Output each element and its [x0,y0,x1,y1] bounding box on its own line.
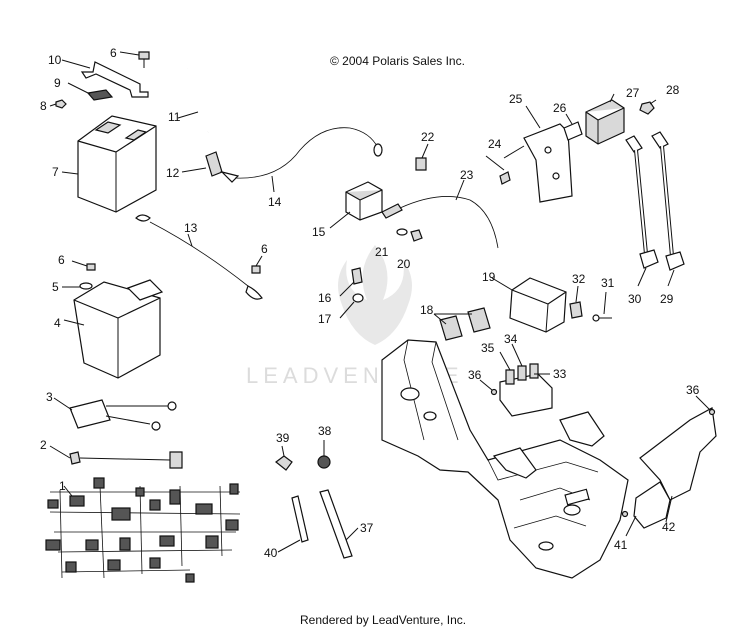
battery-7 [61,115,157,213]
spacer-26 [563,113,583,141]
callout-18: 18 [420,303,434,317]
solenoid-15 [329,181,383,229]
callout-29: 29 [660,292,674,306]
main-harness-1 [45,477,241,583]
sensor-16 [339,267,363,297]
callout-1: 1 [59,479,66,493]
callout-37: 37 [360,521,374,535]
copyright-text: © 2004 Polaris Sales Inc. [330,54,465,68]
callout-14: 14 [268,195,282,209]
screw-36b [695,395,716,416]
callout-35: 35 [481,341,495,355]
cable-tie-37 [319,489,359,559]
callout-32: 32 [572,272,586,286]
bracket-25 [523,105,573,203]
plug-wire-29 [651,131,685,287]
plug-wire-30 [625,135,659,287]
callout-6-left: 6 [58,253,65,267]
callout-20: 20 [397,257,411,271]
connector-22 [415,143,429,171]
nut-8 [49,99,67,109]
callout-25: 25 [509,92,523,106]
callout-36-center: 36 [468,368,482,382]
callout-12: 12 [166,166,180,180]
callout-7: 7 [52,165,59,179]
bracket-42 [639,407,717,523]
bolt-6c [251,255,263,274]
callout-8: 8 [40,99,47,113]
callout-39: 39 [276,431,290,445]
fuse-block-33-35 [499,343,553,417]
callout-19: 19 [482,270,496,284]
callout-2: 2 [40,438,47,452]
cable-13 [135,214,263,300]
callout-22: 22 [421,130,435,144]
callout-6-top: 6 [110,46,117,60]
callout-42: 42 [662,520,676,534]
callout-24: 24 [488,137,502,151]
callout-16: 16 [318,291,332,305]
relays-18 [433,307,491,341]
screw-41-small [621,510,629,518]
wire-23 [381,179,499,249]
callout-5: 5 [52,280,59,294]
callout-38: 38 [318,424,332,438]
bolt-6a [119,51,150,68]
callout-36-right: 36 [686,383,700,397]
clip-32 [569,285,583,319]
callout-28: 28 [666,83,680,97]
callout-21: 21 [375,245,389,259]
rendered-by-text: Rendered by LeadVenture, Inc. [300,613,466,627]
callout-30: 30 [628,292,642,306]
bolt-24 [485,145,525,185]
tie-mount-39 [275,445,293,471]
washer-21 [396,228,408,236]
pin-31 [592,291,612,322]
callout-3: 3 [46,390,53,404]
vent-tube-11 [177,67,210,133]
sleeve-17 [339,293,364,319]
bolt-6b [71,260,96,271]
cable-12-14 [181,127,383,193]
callout-15: 15 [312,225,326,239]
module-19 [491,277,567,333]
bracket-41 [625,481,671,537]
callout-11: 11 [168,110,181,124]
callout-13: 13 [184,221,198,235]
callout-17: 17 [318,312,332,326]
washer-5 [62,282,93,290]
cable-tie-40 [277,495,309,553]
callout-26: 26 [553,101,567,115]
screw-36a [479,379,498,396]
callout-34: 34 [504,332,518,346]
frame [381,339,629,579]
callout-27: 27 [626,86,640,100]
callout-labels: 1 2 3 4 5 6 6 6 7 8 9 10 11 12 13 14 15 … [40,46,700,560]
callout-23: 23 [460,168,474,182]
callout-41: 41 [614,538,628,552]
callout-33: 33 [553,367,567,381]
battery-hold-down-strap [61,59,149,98]
callout-9: 9 [54,76,61,90]
harness-2 [49,445,183,469]
nut-28 [639,99,657,115]
battery-box-4 [63,279,164,379]
nut-20 [410,229,423,242]
callout-31: 31 [601,276,615,290]
battery-pad [67,82,114,101]
callout-10: 10 [48,53,62,67]
callout-6-right: 6 [261,242,268,256]
callout-4: 4 [54,316,61,330]
coil-27 [585,93,625,145]
ground-cable-3 [53,397,177,431]
callout-40: 40 [264,546,278,560]
tie-mount-38 [317,440,331,469]
